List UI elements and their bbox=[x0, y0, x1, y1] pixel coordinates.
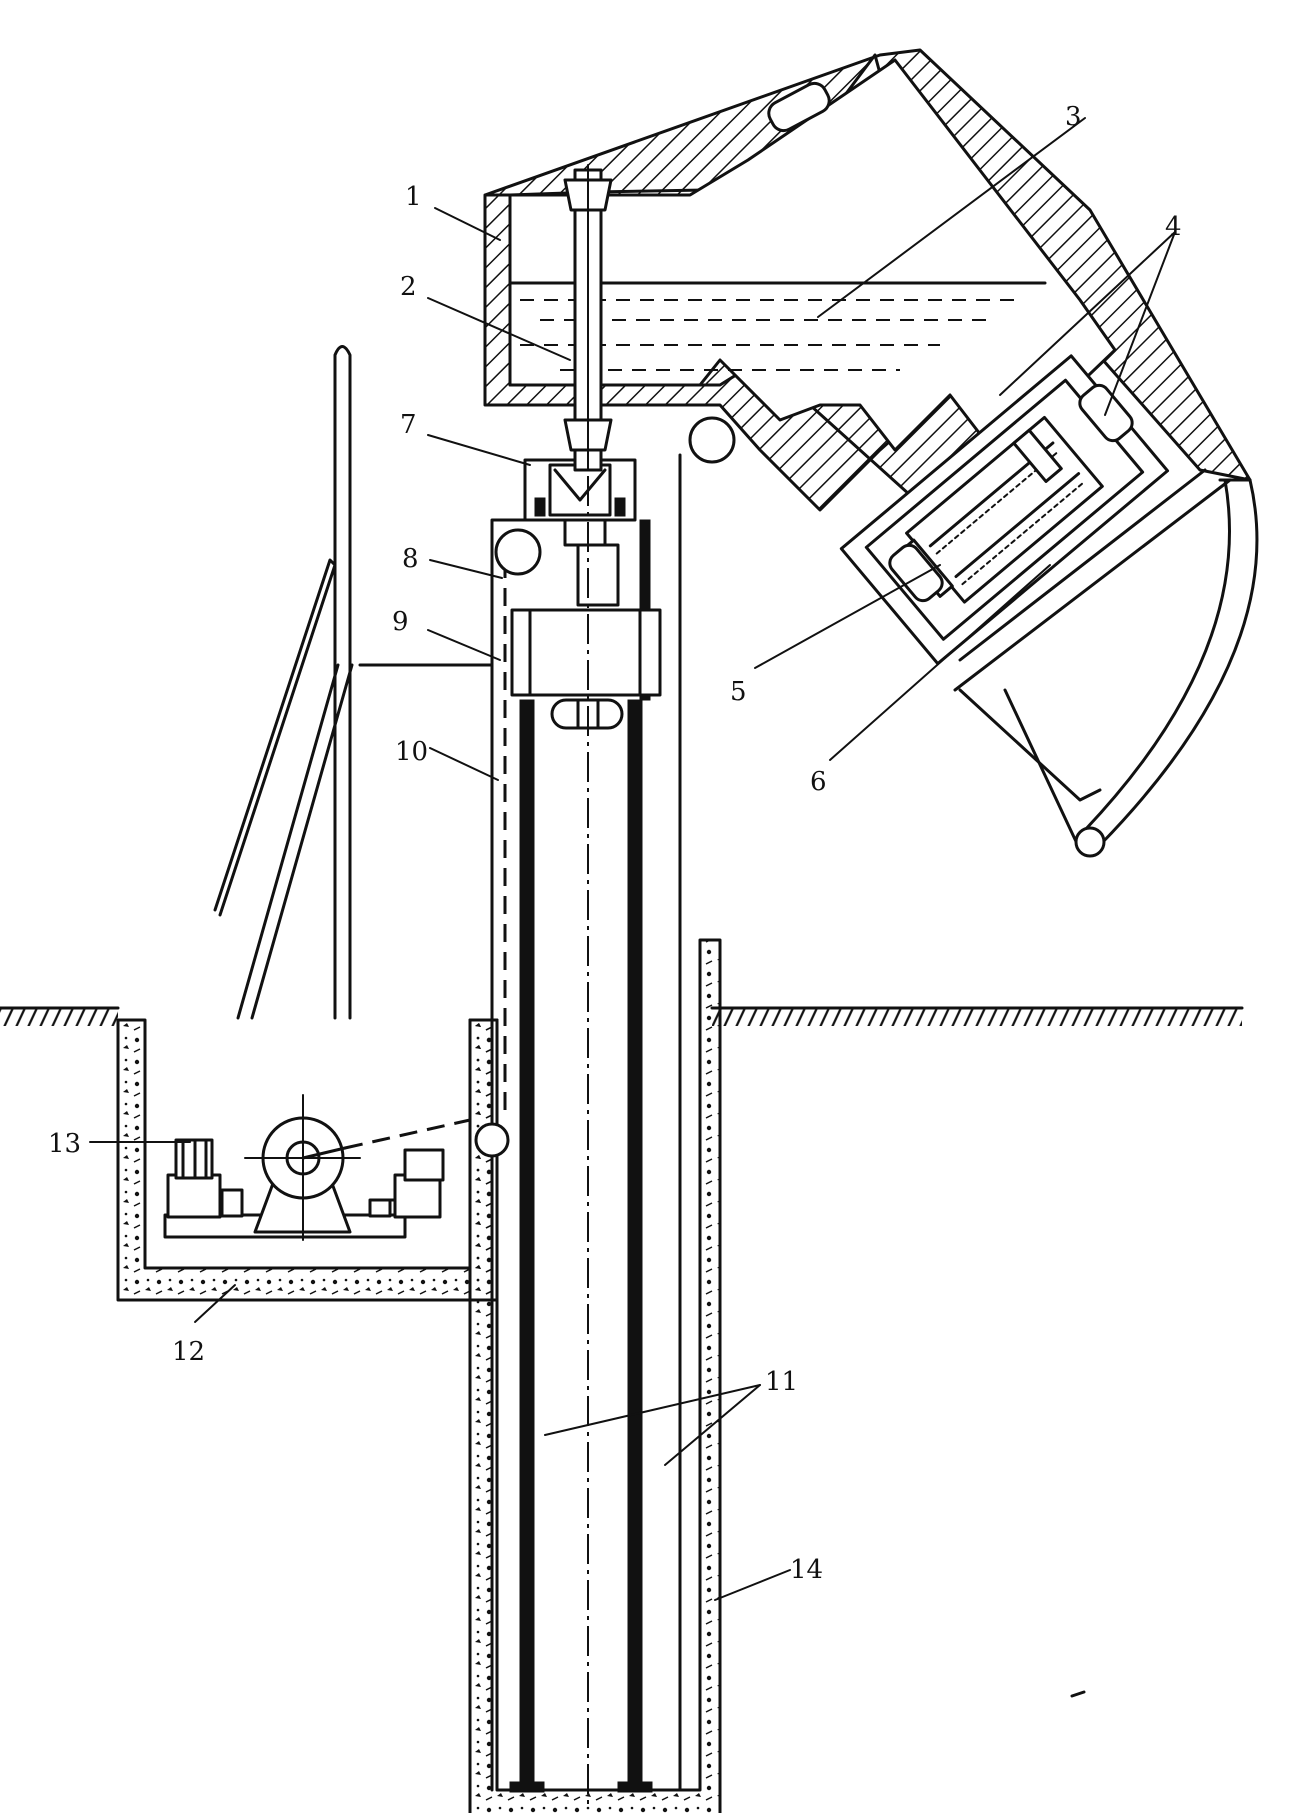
part-labels: 1 2 3 4 5 6 7 8 9 10 11 12 13 14 bbox=[48, 102, 1182, 1585]
label-1: 1 bbox=[405, 182, 422, 212]
machine-pit bbox=[116, 1018, 499, 1302]
stray-mark bbox=[1070, 1690, 1086, 1698]
label-4: 4 bbox=[1165, 212, 1182, 242]
guide-frame bbox=[358, 430, 682, 1810]
leader-lines bbox=[89, 117, 1176, 1601]
tilting-vessel bbox=[483, 48, 1259, 858]
label-8: 8 bbox=[402, 544, 419, 574]
label-11: 11 bbox=[765, 1367, 798, 1397]
label-14: 14 bbox=[790, 1555, 823, 1585]
shaft-walls bbox=[468, 938, 722, 1813]
winch-motor-assembly bbox=[163, 1094, 471, 1241]
label-9: 9 bbox=[392, 607, 409, 637]
label-6: 6 bbox=[810, 767, 827, 797]
ladder-railing bbox=[213, 345, 354, 1020]
label-2: 2 bbox=[400, 272, 417, 302]
ground-surface bbox=[0, 1006, 1244, 1026]
label-7: 7 bbox=[400, 410, 417, 440]
label-12: 12 bbox=[172, 1337, 205, 1367]
label-13: 13 bbox=[48, 1129, 81, 1159]
label-5: 5 bbox=[730, 677, 747, 707]
label-10: 10 bbox=[395, 737, 428, 767]
label-3: 3 bbox=[1065, 102, 1082, 132]
lift-rod bbox=[563, 164, 613, 472]
